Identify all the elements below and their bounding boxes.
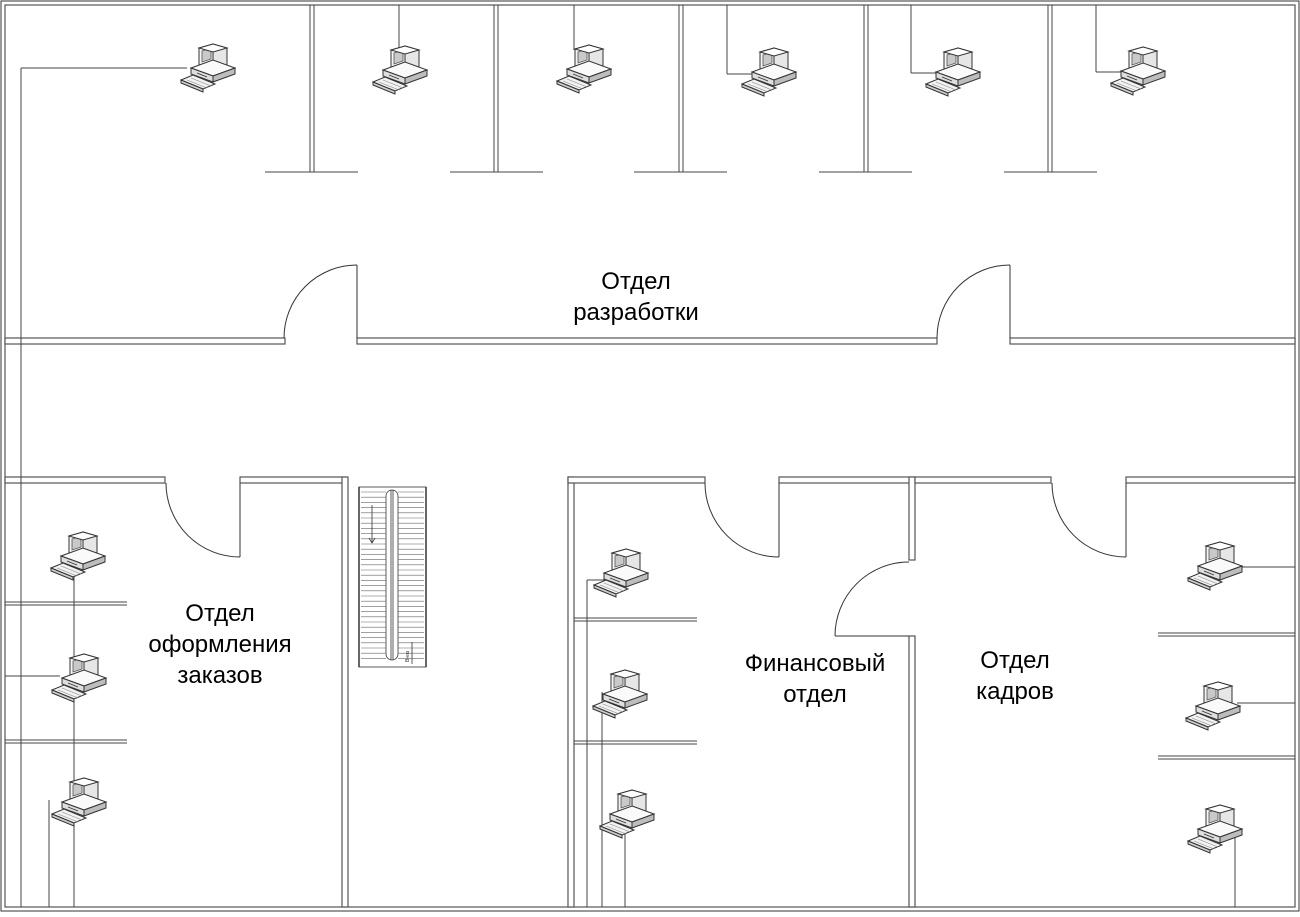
stair-label: Вниз xyxy=(405,650,411,662)
door-swing-icon xyxy=(704,482,780,558)
computer-workstation-icon xyxy=(372,45,428,95)
room-label-finance: Финансовый отдел xyxy=(715,648,915,710)
computer-workstation-icon xyxy=(1185,681,1241,731)
computer-workstation-icon xyxy=(592,669,648,719)
network-cables xyxy=(5,5,1295,907)
computer-workstation-icon xyxy=(1110,46,1166,96)
computer-workstation-icon xyxy=(741,47,797,97)
door-swing-icon xyxy=(834,561,910,637)
room-label-line: Отдел xyxy=(980,647,1050,674)
room-label-line: Отдел xyxy=(601,268,671,295)
staircase-icon xyxy=(358,486,427,668)
computer-workstation-icon xyxy=(925,47,981,97)
door-swing-icon xyxy=(165,482,241,558)
room-label-line: Отдел xyxy=(185,600,255,627)
room-label-hr: Отдел кадров xyxy=(915,645,1115,707)
lower-partitions xyxy=(5,601,1295,760)
computer-workstation-icon xyxy=(51,653,107,703)
room-label-line: заказов xyxy=(177,662,263,689)
room-label-development: Отдел разработки xyxy=(536,266,736,328)
room-label-line: оформления xyxy=(148,631,292,658)
room-label-line: Финансовый xyxy=(744,650,886,677)
room-label-line: отдел xyxy=(783,681,847,708)
computer-workstation-icon xyxy=(1187,804,1243,854)
computer-workstation-icon xyxy=(180,43,236,93)
finance-room-walls xyxy=(567,476,916,908)
computer-workstation-icon xyxy=(51,777,107,827)
hr-room-walls xyxy=(914,476,1296,484)
computer-workstation-icon xyxy=(1187,541,1243,591)
door-swing-icon xyxy=(1051,482,1127,558)
dev-room-wall xyxy=(4,337,1296,345)
dev-partitions xyxy=(265,5,1097,173)
computer-workstation-icon xyxy=(556,44,612,94)
computer-workstation-icon xyxy=(593,548,649,598)
room-label-line: кадров xyxy=(976,678,1054,705)
orders-room-walls xyxy=(4,476,349,908)
computer-workstation-icon xyxy=(599,789,655,839)
top-windows xyxy=(178,0,1064,6)
room-label-line: разработки xyxy=(573,299,699,326)
computer-workstation-icon xyxy=(50,531,106,581)
door-swing-icon xyxy=(283,264,358,339)
room-label-orders: Отдел оформления заказов xyxy=(120,598,320,691)
door-swing-icon xyxy=(936,264,1011,339)
